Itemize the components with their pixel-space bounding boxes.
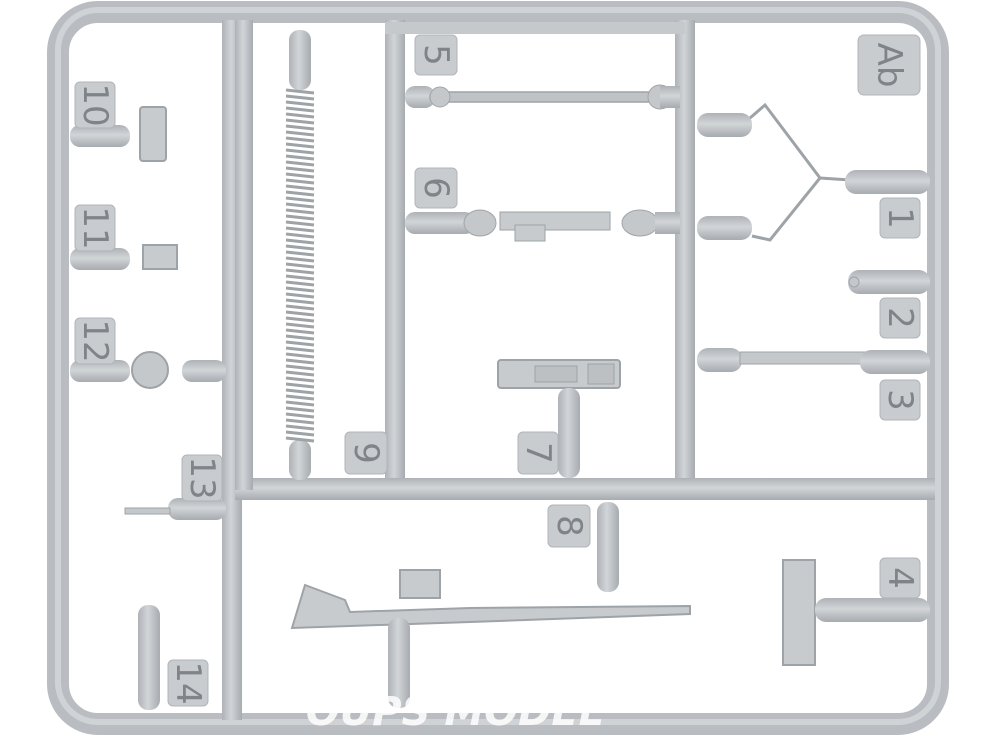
part-number-tab-1: 1 <box>879 197 921 239</box>
part-number-tab-4: 4 <box>879 557 921 599</box>
part-number-label: 1 <box>880 207 920 229</box>
sprue-frame-highlight <box>55 7 941 725</box>
part-8-machine-gun <box>290 502 691 708</box>
part-number-tab-6: 6 <box>414 167 458 209</box>
part-5-rod <box>405 84 680 110</box>
part-number-label: 9 <box>346 442 386 464</box>
part-number-label: 11 <box>75 206 115 249</box>
part-3-bipod <box>697 348 930 374</box>
part-7-box <box>497 359 621 478</box>
part-number-label: 2 <box>880 307 920 329</box>
part-number-tab-8: 8 <box>547 504 591 548</box>
part-number-tab-2: 2 <box>879 297 921 339</box>
part-number-label: 7 <box>518 442 558 464</box>
part-number-tab-5: 5 <box>414 34 458 76</box>
part-number-tab-11: 11 <box>74 204 116 252</box>
left-column-parts <box>70 106 226 710</box>
part-number-tab-10: 10 <box>74 81 116 129</box>
part-number-label: 12 <box>75 319 115 362</box>
part-number-tab-14: 14 <box>167 659 209 707</box>
part-number-tab-3: 3 <box>879 379 921 421</box>
sprue-code-label: Ab <box>869 43 909 88</box>
part-6-bracket <box>405 209 680 242</box>
part-number-label: 3 <box>880 389 920 411</box>
part-number-label: 5 <box>416 44 456 66</box>
part-1-gates <box>697 113 930 294</box>
part-number-label: 8 <box>549 515 589 537</box>
part-number-label: 14 <box>168 661 208 704</box>
part-number-tab-13: 13 <box>181 454 223 502</box>
spring-part <box>285 30 315 480</box>
part-number-label: 10 <box>75 83 115 126</box>
inner-runners <box>222 20 935 720</box>
part-number-tab-7: 7 <box>517 431 559 475</box>
part-1-tripod <box>749 102 851 242</box>
part-number-tab-12: 12 <box>74 317 116 365</box>
part-number-tab-9: 9 <box>344 431 388 475</box>
part-4-gate <box>782 559 930 666</box>
part-number-label: 4 <box>880 567 920 589</box>
sprue-code-tab: Ab <box>857 34 921 96</box>
part-number-label: 6 <box>416 177 456 199</box>
watermark-text: OUPS MODEL <box>306 689 604 735</box>
part-number-label: 13 <box>182 456 222 499</box>
